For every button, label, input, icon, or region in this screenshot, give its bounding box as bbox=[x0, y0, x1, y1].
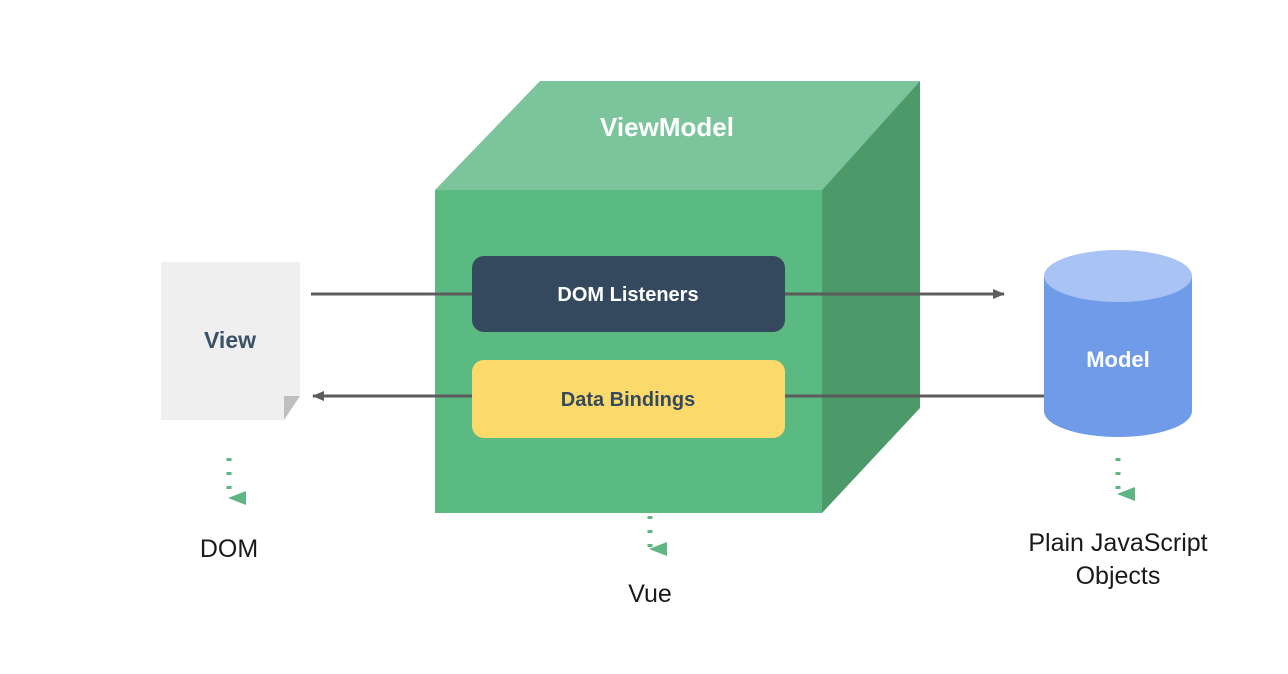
model-cylinder-top-icon bbox=[1044, 250, 1192, 302]
cube-side-face bbox=[822, 81, 920, 513]
viewmodel-label: ViewModel bbox=[600, 112, 734, 142]
viewmodel-caption-group: Vue bbox=[628, 516, 672, 608]
view-label: View bbox=[204, 327, 256, 353]
dom-listeners-box[interactable]: DOM Listeners bbox=[472, 256, 785, 332]
view-document-fold-icon bbox=[284, 396, 300, 420]
viewmodel-caption: Vue bbox=[628, 580, 672, 608]
dom-listeners-label: DOM Listeners bbox=[557, 284, 698, 306]
dom-listeners-box-shape bbox=[472, 256, 785, 332]
view-caption-group: DOM bbox=[200, 458, 258, 563]
viewmodel-node[interactable]: ViewModel bbox=[435, 81, 920, 513]
view-document-shape bbox=[161, 262, 300, 420]
model-node[interactable]: Model bbox=[1044, 250, 1192, 437]
view-caption: DOM bbox=[200, 535, 258, 563]
model-caption-group: Plain JavaScript Objects bbox=[1028, 458, 1208, 590]
data-bindings-box[interactable]: Data Bindings bbox=[472, 360, 785, 438]
cube-front-face bbox=[435, 190, 822, 513]
model-caption-line2: Objects bbox=[1076, 562, 1161, 590]
data-bindings-box-shape bbox=[472, 360, 785, 438]
model-cylinder-body bbox=[1044, 276, 1192, 437]
model-caption-line1: Plain JavaScript bbox=[1028, 529, 1207, 557]
cube-top-face bbox=[435, 81, 920, 190]
view-node[interactable]: View bbox=[161, 262, 300, 420]
data-bindings-label: Data Bindings bbox=[561, 389, 695, 411]
model-label: Model bbox=[1086, 347, 1150, 372]
